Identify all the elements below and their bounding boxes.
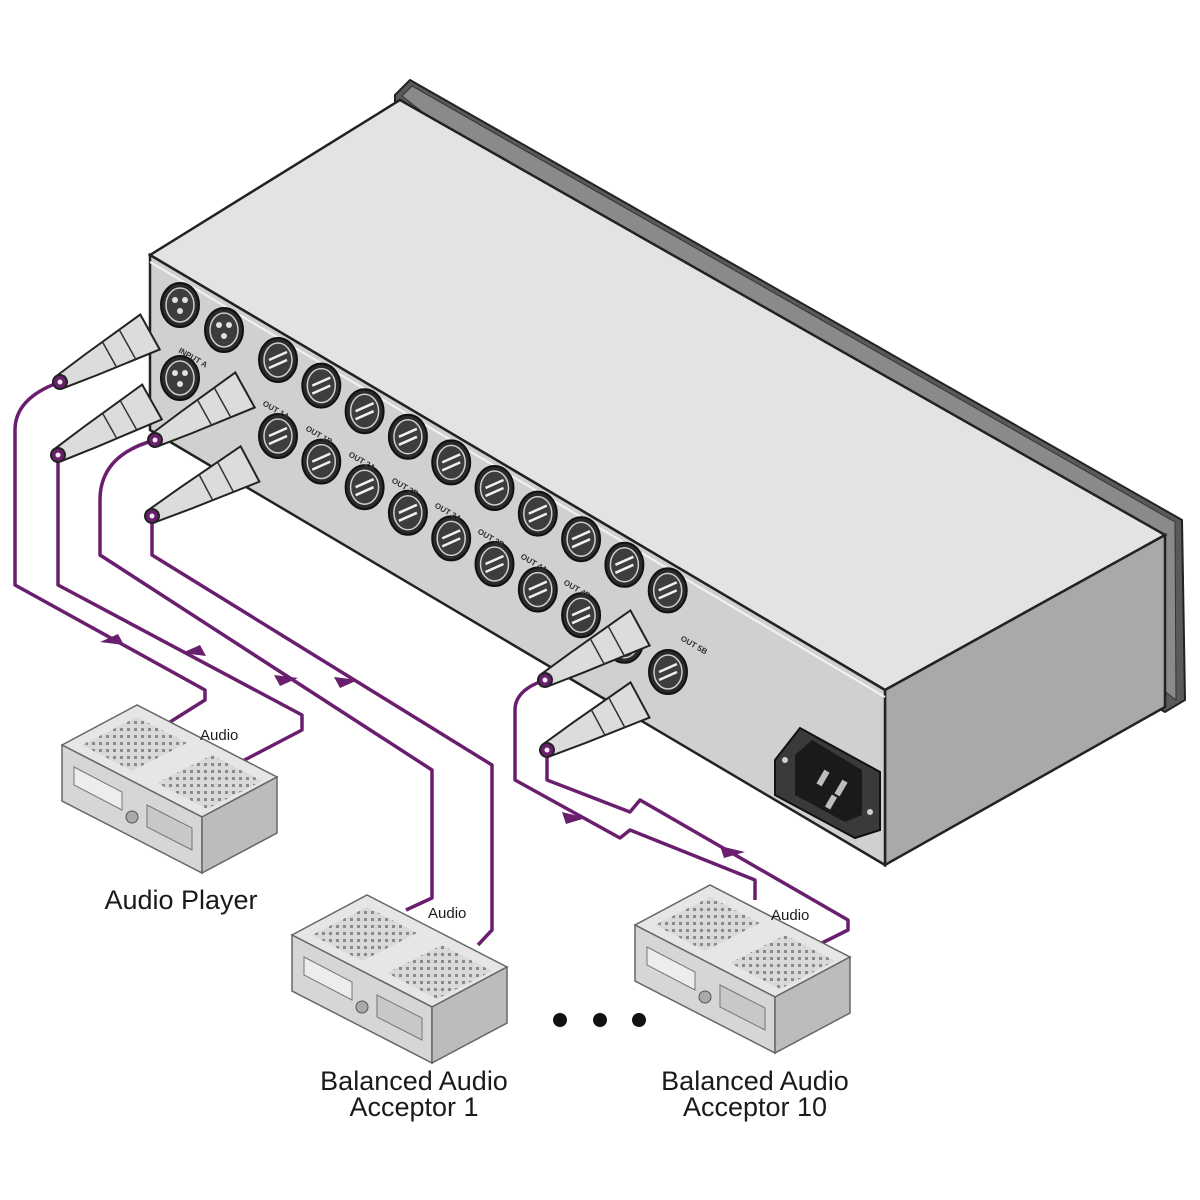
cable-acceptor10-in-1 bbox=[513, 678, 757, 900]
xlr-connector-icon bbox=[258, 413, 298, 459]
xlr-connector-icon bbox=[387, 489, 428, 536]
cable-acceptor1-in-1 bbox=[98, 438, 434, 912]
xlr-connector-icon bbox=[648, 649, 688, 695]
xlr-connector-icon bbox=[561, 592, 602, 639]
xlr-connector-icon bbox=[160, 355, 200, 401]
xlr-connector-icon bbox=[431, 439, 472, 486]
acceptor-10-device bbox=[633, 884, 852, 1055]
xlr-connector-icon bbox=[301, 438, 342, 485]
xlr-connector-icon bbox=[258, 337, 298, 383]
acceptor-10-title-line1: Balanced Audio bbox=[661, 1066, 849, 1096]
acceptor-10-port-label: Audio bbox=[771, 907, 809, 924]
xlr-connector-icon bbox=[647, 567, 688, 614]
xlr-connector-icon bbox=[301, 362, 342, 409]
cable-acceptor1-in-2 bbox=[150, 516, 494, 947]
xlr-connector-icon bbox=[160, 282, 200, 328]
acceptor-1-device bbox=[290, 894, 509, 1065]
rear-panel bbox=[148, 252, 887, 868]
cable-plug bbox=[144, 444, 261, 524]
cable-plug bbox=[52, 313, 162, 390]
power-inlet-icon bbox=[774, 726, 881, 840]
xlr-connector-icon bbox=[604, 541, 645, 588]
xlr-connector-icon bbox=[204, 307, 244, 353]
xlr-connector-icon bbox=[474, 541, 515, 587]
cable-plug bbox=[537, 608, 652, 688]
xlr-connector-icon bbox=[474, 465, 515, 511]
cable-plug bbox=[147, 371, 257, 448]
arrow-icon bbox=[720, 846, 745, 858]
main-unit bbox=[147, 78, 1187, 868]
flow-arrows bbox=[100, 634, 745, 858]
cable-player-out-1 bbox=[13, 380, 207, 724]
player-title: Audio Player bbox=[104, 885, 257, 915]
cable-player-out-2 bbox=[56, 455, 304, 767]
ellipsis-dots-icon bbox=[553, 1013, 646, 1027]
cable-plug bbox=[50, 383, 164, 463]
xlr-connector-icon bbox=[387, 413, 428, 460]
arrow-icon bbox=[182, 645, 206, 656]
cable-plug bbox=[539, 680, 651, 758]
xlr-connector-icon bbox=[561, 516, 602, 563]
acceptor-10-title-line2: Acceptor 10 bbox=[683, 1092, 827, 1122]
acceptor-1-port-label: Audio bbox=[428, 905, 466, 922]
xlr-connector-icon bbox=[431, 515, 472, 562]
audio-player-device bbox=[60, 704, 279, 875]
acceptor-1-title-line2: Acceptor 1 bbox=[349, 1092, 478, 1122]
cables bbox=[13, 380, 850, 950]
xlr-connector-icon bbox=[344, 464, 385, 511]
xlr-connectors bbox=[160, 282, 688, 695]
acceptor-1-title-line1: Balanced Audio bbox=[320, 1066, 508, 1096]
cable-plugs bbox=[50, 313, 652, 758]
arrow-icon bbox=[562, 812, 586, 824]
cable-acceptor10-in-2 bbox=[545, 750, 850, 950]
xlr-connector-icon bbox=[344, 388, 385, 435]
arrow-icon bbox=[100, 634, 124, 645]
xlr-connector-icon bbox=[517, 490, 558, 537]
arrow-icon bbox=[334, 677, 358, 688]
player-port-label: Audio bbox=[200, 727, 238, 744]
xlr-connector-icon bbox=[517, 566, 558, 613]
arrow-icon bbox=[274, 675, 298, 686]
